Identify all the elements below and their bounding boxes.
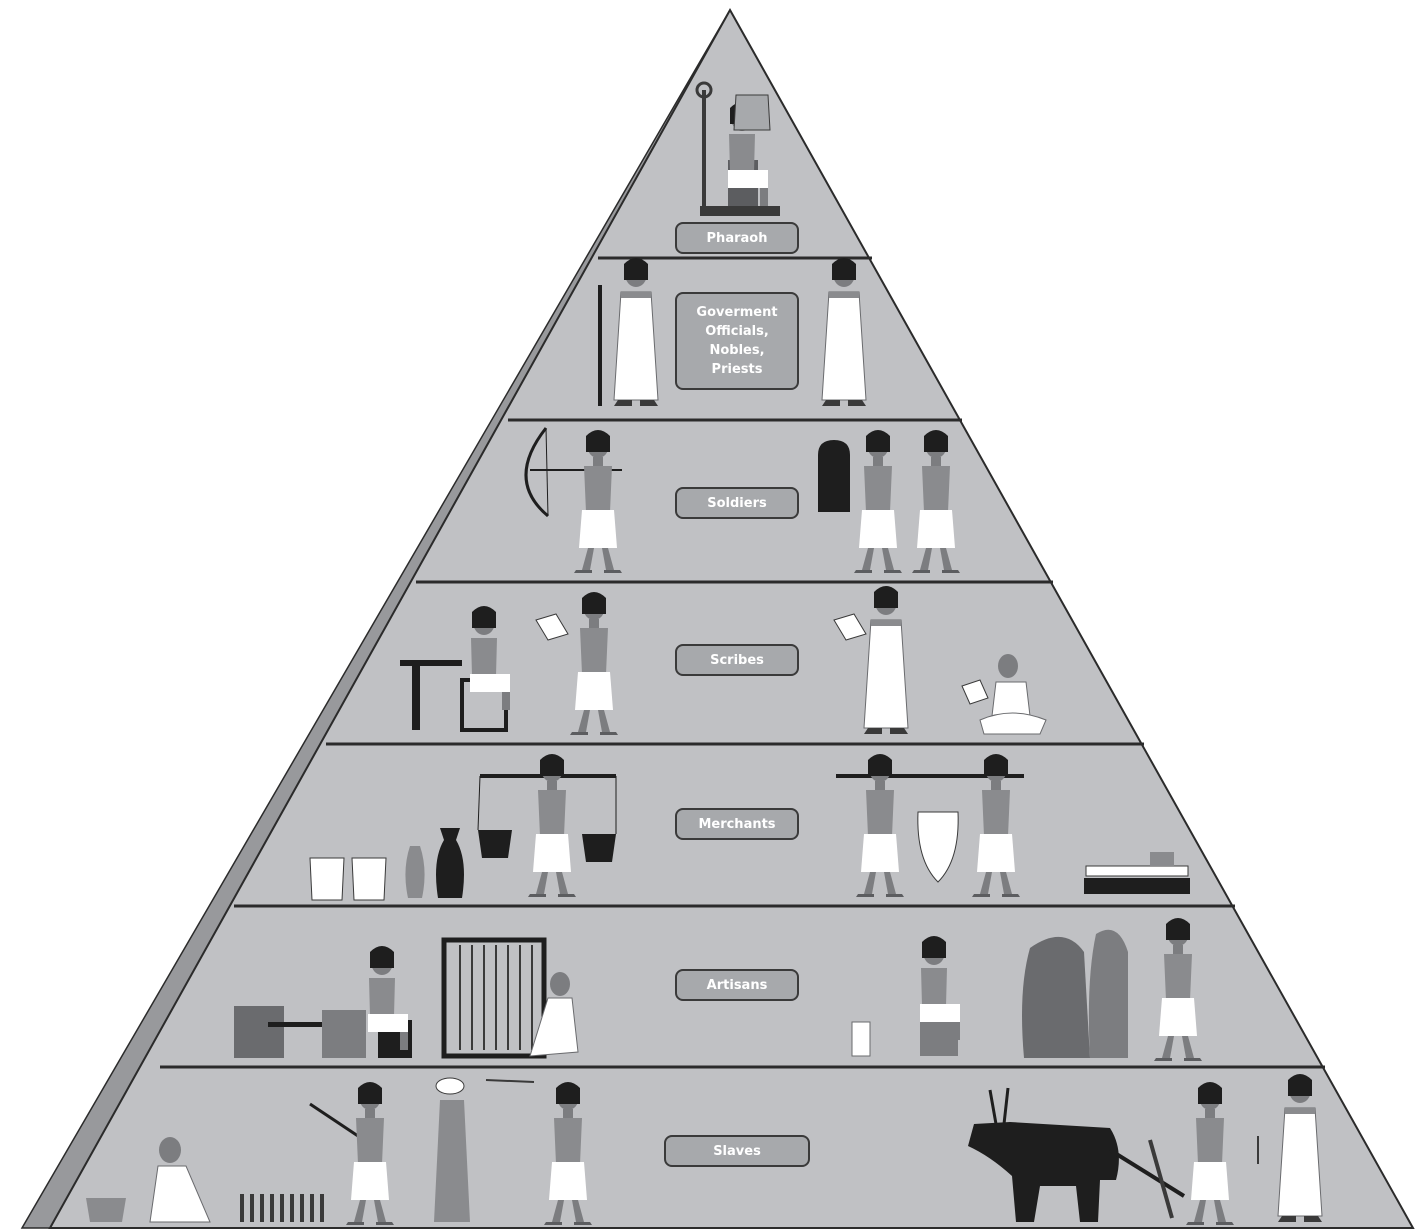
tier-label-line: Officials, xyxy=(705,324,769,339)
tier-label-slaves: Slaves xyxy=(664,1135,810,1167)
tier-label-soldiers: Soldiers xyxy=(675,487,799,519)
hoe-slave-icon xyxy=(240,1082,394,1225)
tier-label-text: Soldiers xyxy=(707,495,767,511)
weaver-loom-icon xyxy=(441,937,579,1059)
pharaoh-on-throne-icon xyxy=(695,81,780,216)
tier-label-line: Priests xyxy=(711,362,763,377)
tier-label-text: Merchants xyxy=(698,816,776,832)
reading-scribe-icon xyxy=(535,585,909,735)
water-carrier-icon xyxy=(434,1077,592,1225)
pyramid-front-face xyxy=(48,7,1415,1229)
stone-carver-icon xyxy=(1022,918,1202,1061)
carrying-merchants-icon xyxy=(836,754,1024,897)
ox-plough-icon xyxy=(968,1082,1234,1225)
official-with-staff-icon xyxy=(598,257,659,407)
tier-dividers xyxy=(160,256,1325,1069)
tier-label-text: Artisans xyxy=(706,977,768,993)
tier-label-artisans: Artisans xyxy=(675,969,799,1001)
merchant-with-baskets-icon xyxy=(477,754,617,897)
farmer-icon xyxy=(1257,1073,1323,1223)
tier-label-text: Slaves xyxy=(713,1143,761,1159)
sculptor-icon xyxy=(851,936,960,1057)
archer-icon xyxy=(524,427,622,573)
tier-label-scribes: Scribes xyxy=(675,644,799,676)
boat-icon xyxy=(1084,852,1190,894)
tier-label-line: Nobles, xyxy=(709,343,765,358)
tier-label-officials: Goverment Officials, Nobles, Priests xyxy=(675,292,799,390)
tier-label-merchants: Merchants xyxy=(675,808,799,840)
tier-label-line: Goverment xyxy=(696,305,778,320)
cross-legged-scribe-icon xyxy=(961,654,1047,735)
shield-soldiers-icon xyxy=(818,430,960,573)
jars-icon xyxy=(309,828,464,901)
seated-scribe-icon xyxy=(400,606,510,732)
potter-icon xyxy=(234,946,412,1058)
tier-label-text: Scribes xyxy=(710,652,764,668)
grinding-slave-icon xyxy=(86,1137,211,1223)
tier-label-text: Pharaoh xyxy=(706,230,768,246)
tier-label-pharaoh: Pharaoh xyxy=(675,222,799,254)
